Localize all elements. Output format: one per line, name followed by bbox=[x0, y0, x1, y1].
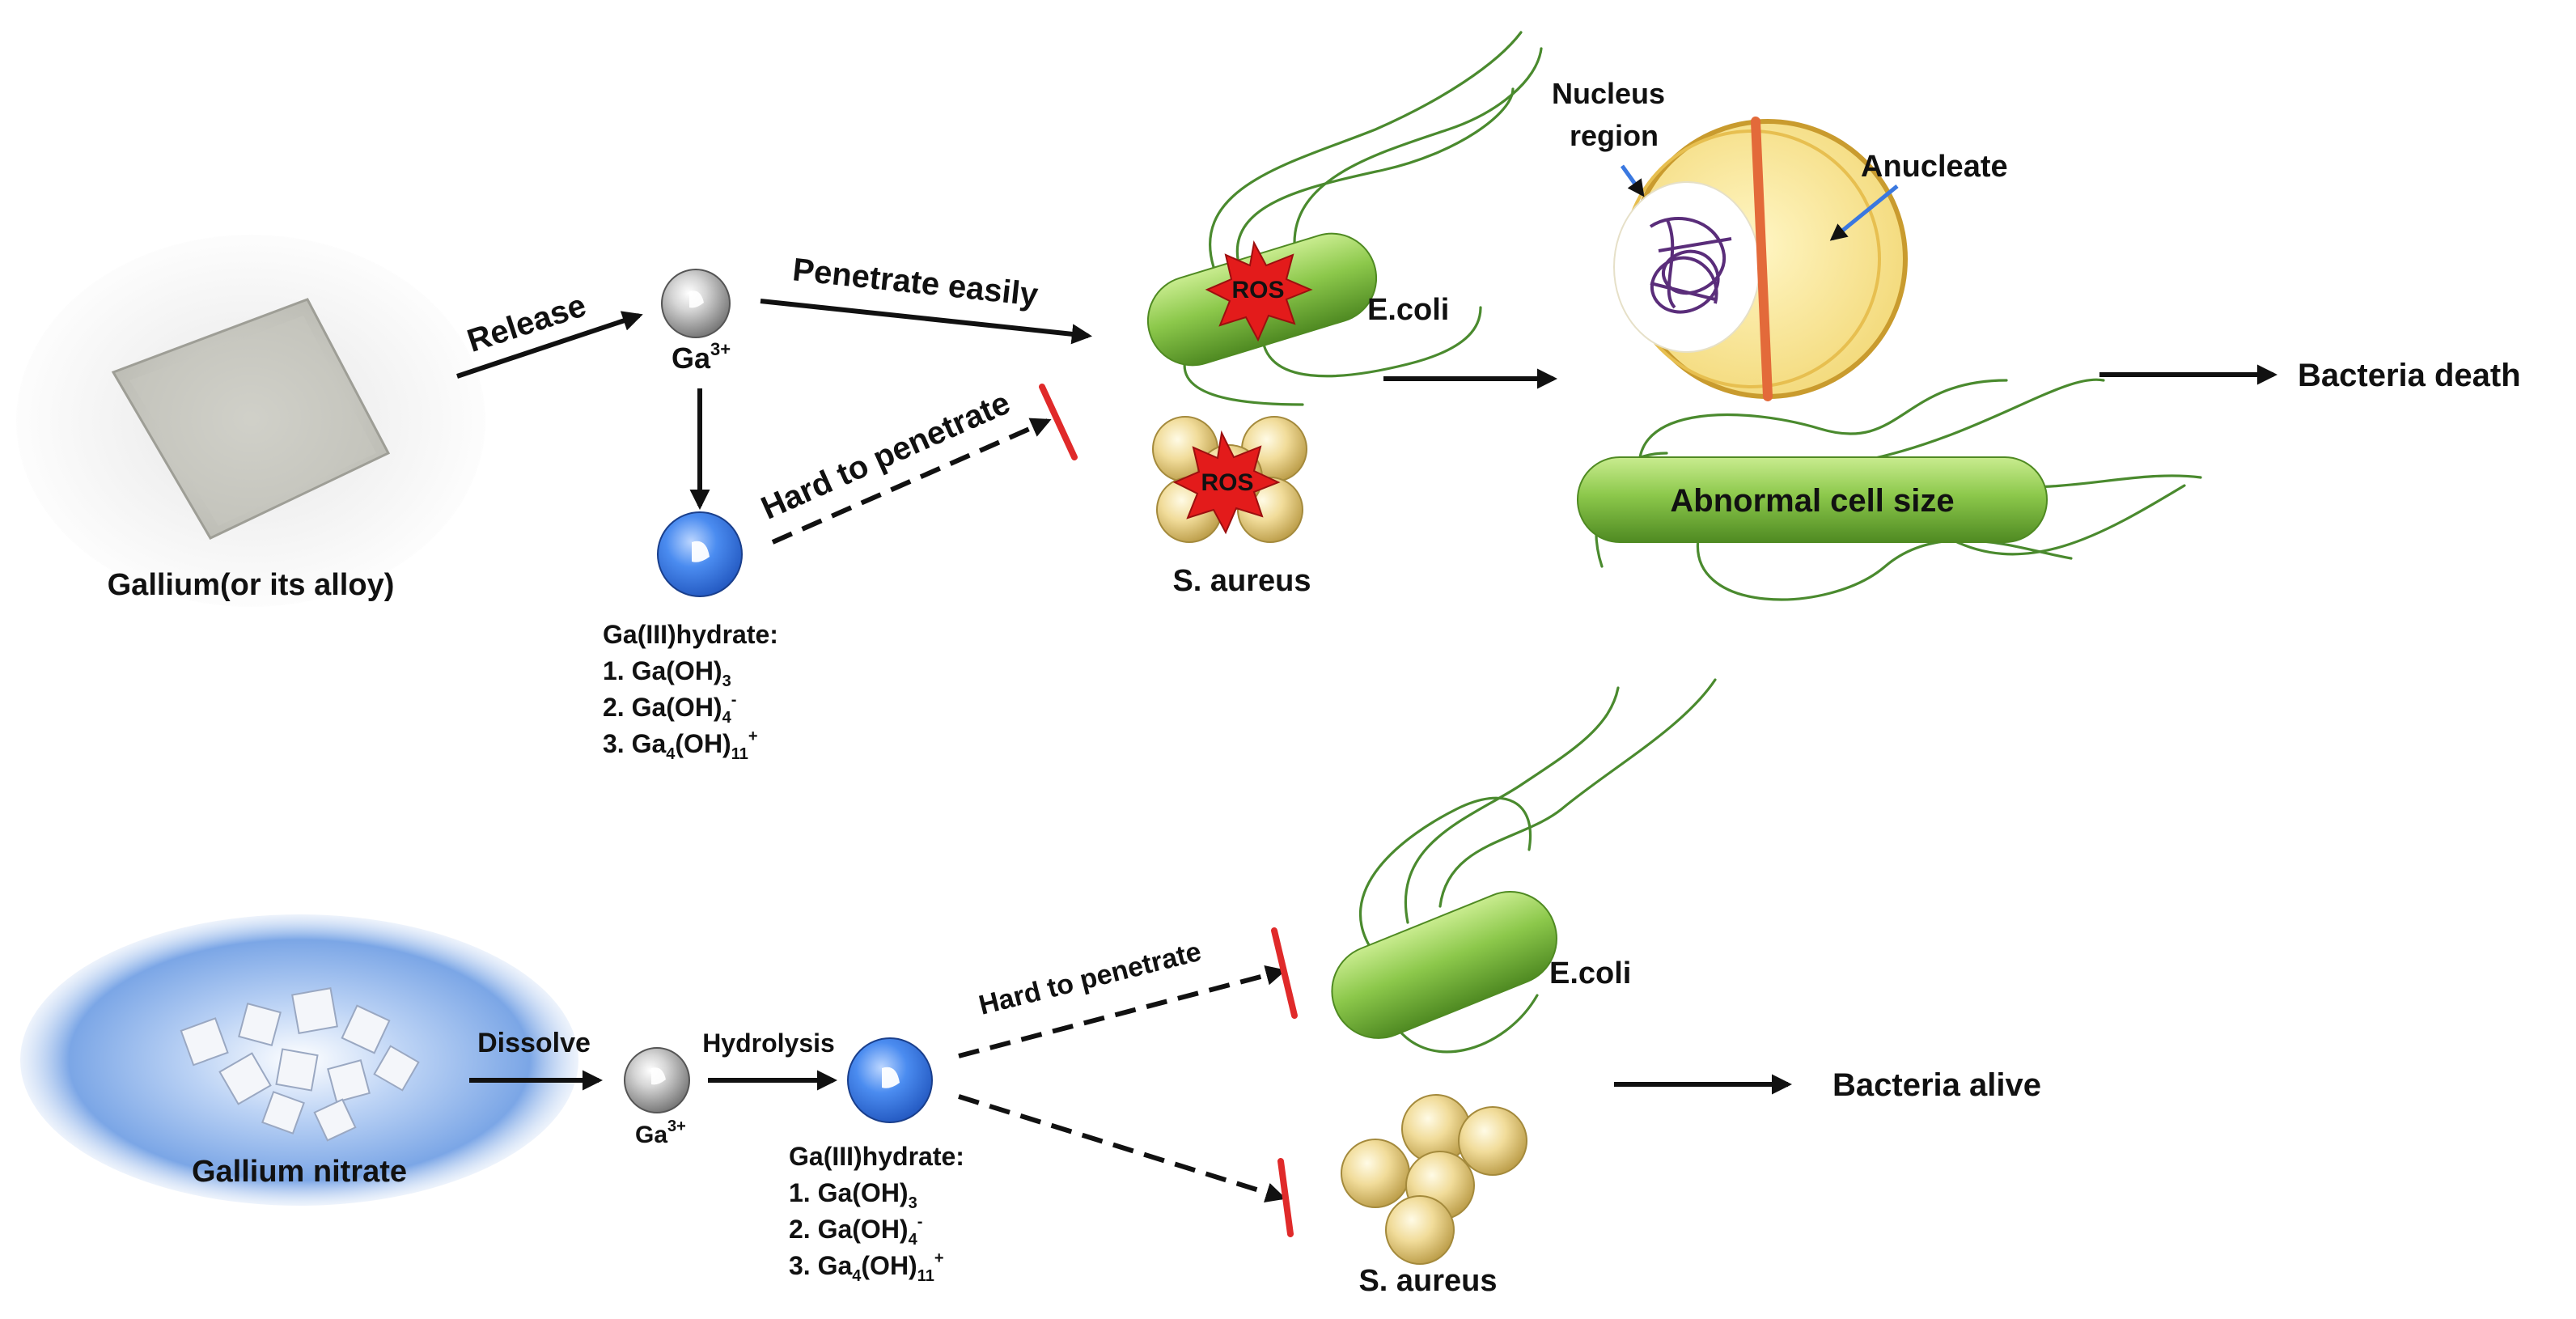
hydrate-title: Ga(III)hydrate: bbox=[603, 620, 778, 649]
block-bar bbox=[1039, 384, 1078, 460]
anucleate-pointer bbox=[1829, 184, 1899, 241]
ros-label-ecoli: ROS bbox=[1231, 277, 1284, 303]
nucleus-pointer bbox=[1620, 164, 1645, 197]
ga-ion-label: Ga3+ bbox=[672, 339, 731, 375]
saureus-cluster-icon-bottom bbox=[1341, 1094, 1527, 1265]
penetrate-easily-label: Penetrate easily bbox=[791, 252, 1040, 313]
anucleate-cell-icon bbox=[1613, 117, 1908, 401]
top-pathway: Gallium(or its alloy) Release Ga3+ Ga(II… bbox=[16, 31, 2521, 763]
bacteria-death-label: Bacteria death bbox=[2298, 358, 2521, 393]
hard-to-penetrate-label: Hard to penetrate bbox=[756, 385, 1015, 527]
ga-ion-label-bottom: Ga3+ bbox=[635, 1118, 686, 1148]
gallium-nitrate-label: Gallium nitrate bbox=[192, 1155, 407, 1189]
hydrate-title-bottom: Ga(III)hydrate: bbox=[789, 1142, 964, 1171]
saureus-label-top: S. aureus bbox=[1172, 564, 1311, 598]
hydrate-item-3-bottom: 3. Ga4(OH)11+ bbox=[789, 1249, 944, 1285]
ecoli-label-top: E.coli bbox=[1367, 293, 1449, 327]
gallium-source-label: Gallium(or its alloy) bbox=[108, 568, 395, 602]
hard-to-penetrate-arrow bbox=[771, 418, 1052, 545]
ecoli-bacterium-icon-bottom bbox=[1331, 678, 1717, 1054]
gallium-nitrate-crystals-icon bbox=[20, 914, 578, 1206]
ecoli-bacterium-icon bbox=[1146, 31, 1543, 406]
block-bar-saureus bbox=[1277, 1158, 1294, 1237]
ga-hydrate-ion-icon-bottom bbox=[847, 1037, 933, 1123]
anucleate-label: Anucleate bbox=[1861, 150, 2008, 184]
hydrate-item-2-bottom: 2. Ga(OH)4- bbox=[789, 1213, 922, 1249]
penetrate-easily-arrow bbox=[760, 299, 1093, 345]
release-arrow bbox=[456, 311, 643, 379]
ga3-ion-icon bbox=[661, 269, 731, 338]
abnormal-cell-icon bbox=[1577, 378, 2202, 601]
saureus-cluster-icon bbox=[1152, 416, 1307, 543]
dissolve-label: Dissolve bbox=[477, 1028, 591, 1058]
hydrate-item-1: 1. Ga(OH)3 bbox=[603, 656, 731, 690]
bacteria-alive-label: Bacteria alive bbox=[1832, 1067, 2041, 1103]
hard-to-penetrate-label-bottom: Hard to penetrate bbox=[976, 936, 1204, 1021]
hydrate-item-3: 3. Ga4(OH)11+ bbox=[603, 727, 758, 763]
bottom-pathway: Gallium nitrate Dissolve Ga3+ Hydrolysis… bbox=[20, 678, 2041, 1298]
hydrolysis-label: Hydrolysis bbox=[702, 1028, 835, 1058]
hard-to-penetrate-arrow-ecoli bbox=[958, 965, 1286, 1058]
gallium-sheet-icon bbox=[16, 235, 485, 607]
release-label: Release bbox=[463, 287, 590, 359]
hydrate-item-1-bottom: 1. Ga(OH)3 bbox=[789, 1178, 917, 1212]
ecoli-label-bottom: E.coli bbox=[1549, 956, 1631, 990]
hard-to-penetrate-arrow-saureus bbox=[958, 1094, 1286, 1203]
ga-hydrate-ion-icon bbox=[657, 511, 743, 597]
hydrate-item-2: 2. Ga(OH)4- bbox=[603, 691, 736, 727]
ga3-ion-icon-bottom bbox=[624, 1047, 690, 1113]
abnormal-cell-size-label: Abnormal cell size bbox=[1670, 483, 1954, 519]
ros-label-saureus: ROS bbox=[1201, 469, 1253, 496]
saureus-label-bottom: S. aureus bbox=[1358, 1264, 1497, 1298]
block-bar-ecoli bbox=[1271, 927, 1298, 1019]
